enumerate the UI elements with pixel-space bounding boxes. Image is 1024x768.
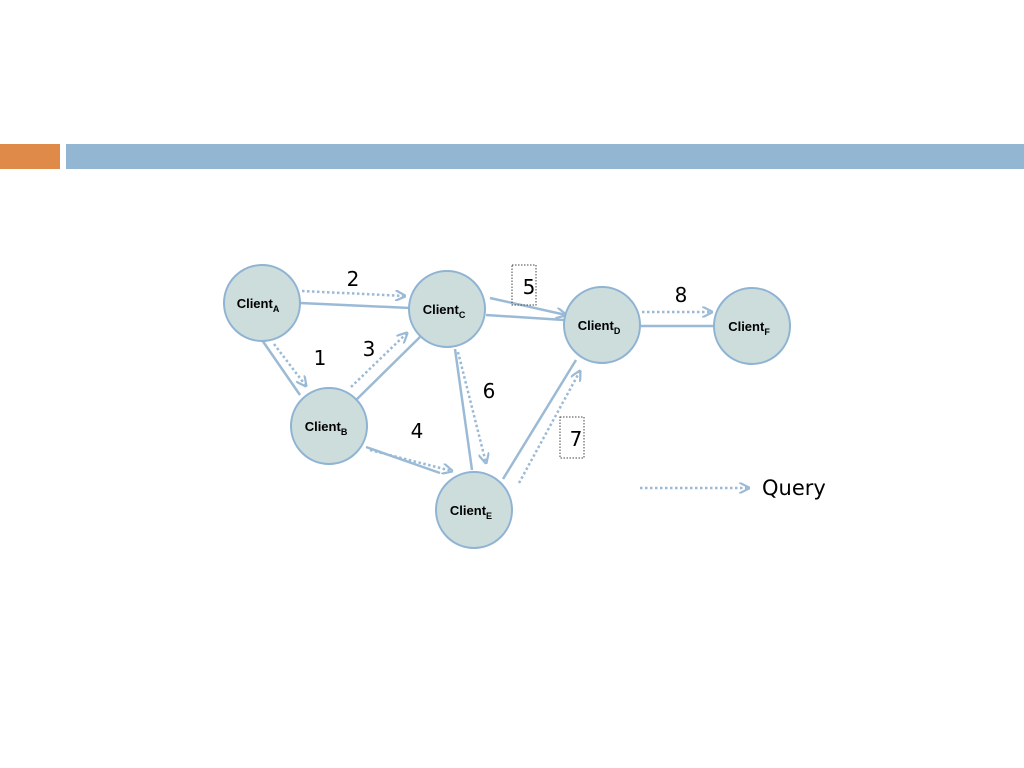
header-bar — [66, 144, 1024, 169]
link-a-c — [299, 301, 411, 310]
step-label-3: 3 — [363, 337, 376, 361]
svg-text:ClientF: ClientF — [728, 319, 770, 337]
query-arrow-7 — [517, 371, 580, 484]
link-b-c — [352, 336, 421, 404]
link-a-b — [260, 339, 302, 396]
step-7-box — [559, 416, 585, 459]
link-c-e — [453, 348, 474, 471]
step-label-4: 4 — [411, 419, 424, 443]
node-client-c: ClientC — [408, 270, 486, 348]
step-label-2: 2 — [347, 267, 360, 291]
step-label-6: 6 — [483, 379, 496, 403]
node-client-a: ClientA — [223, 264, 301, 342]
svg-text:ClientC: ClientC — [423, 302, 466, 320]
node-client-f: ClientF — [713, 287, 791, 365]
query-arrow-4 — [369, 448, 452, 471]
link-c-d — [485, 313, 565, 322]
svg-text:ClientA: ClientA — [237, 296, 280, 314]
query-arrow-1 — [273, 343, 306, 386]
legend-query-label: Query — [762, 476, 826, 500]
step-label-8: 8 — [675, 283, 688, 307]
query-arrow-5 — [489, 296, 566, 315]
query-arrow-6 — [456, 351, 486, 463]
step-label-7: 7 — [570, 427, 583, 451]
svg-text:ClientE: ClientE — [450, 503, 492, 521]
step-label-1: 1 — [314, 346, 327, 370]
step-label-5: 5 — [523, 275, 536, 299]
node-client-d: ClientD — [563, 286, 641, 364]
legend: Query — [640, 476, 826, 500]
step-5-box — [511, 264, 537, 306]
link-e-d — [501, 359, 578, 480]
svg-text:ClientB: ClientB — [305, 419, 348, 437]
query-arrow-2 — [301, 289, 405, 296]
link-b-e — [365, 445, 441, 475]
node-client-b: ClientB — [290, 387, 368, 465]
svg-text:ClientD: ClientD — [578, 318, 621, 336]
node-client-e: ClientE — [435, 471, 513, 549]
header-accent-block — [0, 144, 60, 169]
